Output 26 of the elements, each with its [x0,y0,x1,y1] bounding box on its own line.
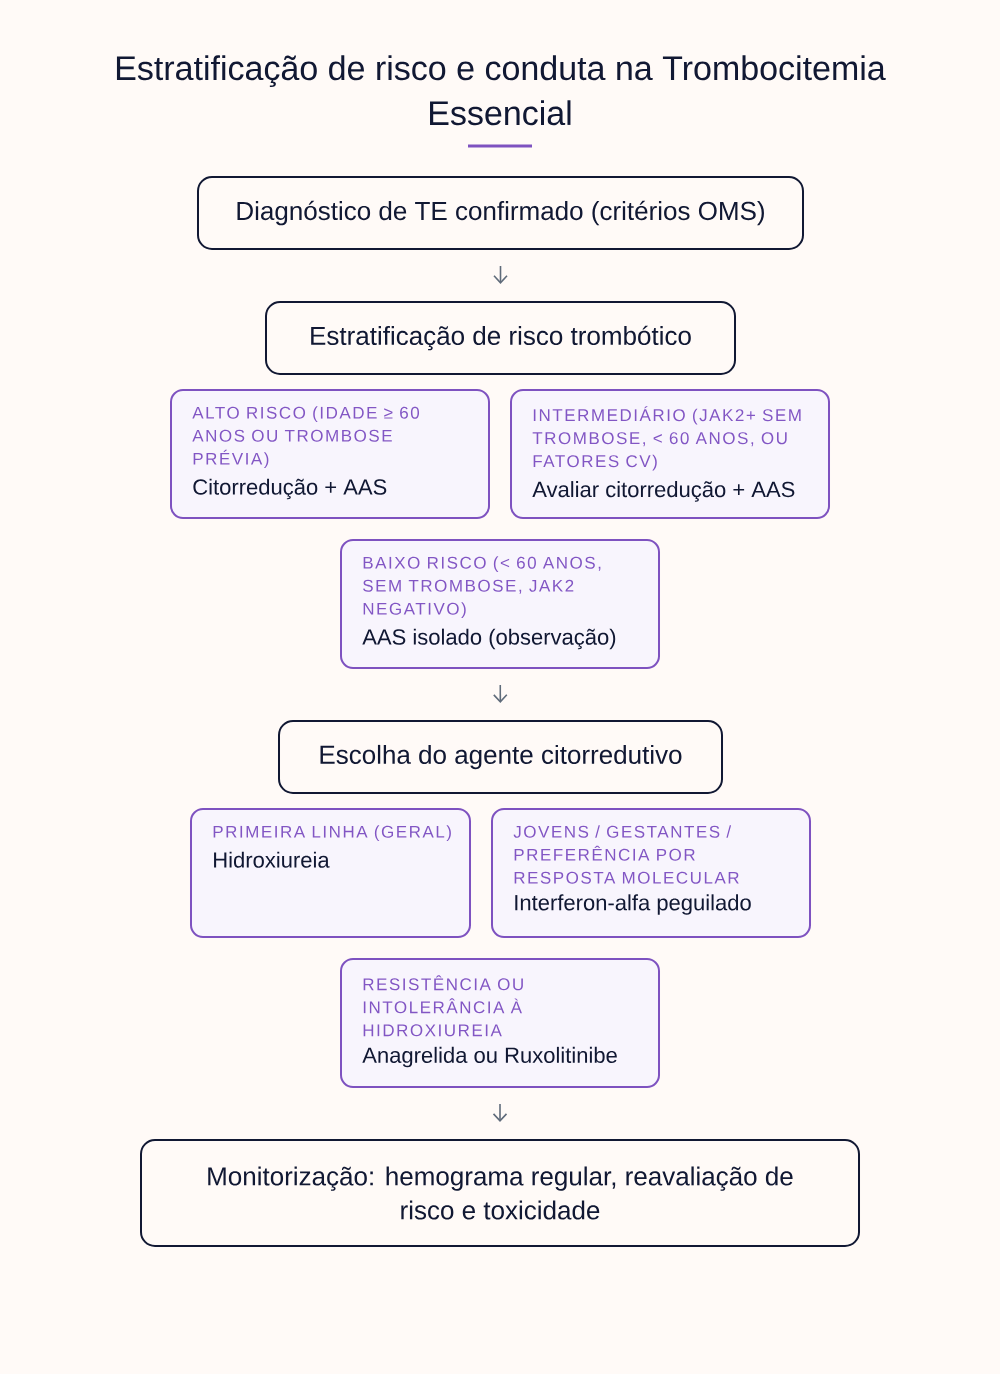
card-text: Hidroxiureia [214,851,330,868]
card-heading: ALTO RISCO (IDADE ≥ 60 ANOS OU TROMBOSE PRÉVIA) [192,406,420,469]
card-heading: BAIXO RISCO (< 60 ANOS, SEM TROMBOSE, JAK2 NEGATIVO) [363,556,601,619]
card-text: Anagrelida ou Ruxolitinibe [362,1046,617,1068]
arrow [493,265,508,284]
step-box: Monitorização: hemograma regular, reavaliação de risco e toxicidade [140,1139,860,1247]
option-card [190,808,471,938]
option-card [170,389,490,519]
step-box: Diagnóstico de TE confirmado (critérios OMS) [197,176,804,250]
arrow [492,1103,508,1122]
card-heading: RESISTÊNCIA OU INTOLERÂNCIA À HIDROXIUREIA [363,975,523,1037]
card-heading: JOVENS / GESTANTES / PREFERÊNCIA POR RESPOSTA MOLECULAR [513,825,739,884]
option-card [340,958,660,1088]
card-heading: INTERMEDIÁRIO (JAK2+ SEM TROMBOSE, < 60 ANOS, OU FATORES CV) [532,406,801,471]
card-heading: PRIMEIRA LINHA (GERAL) [213,825,451,842]
option-card [340,539,660,669]
title: Estratificação de risco e conduta na Trombocitemia Essencial [116,55,886,126]
step-box: Estratificação de risco trombótico [265,301,736,375]
card-text: Citorredução + AAS [193,478,387,500]
option-card [491,808,811,938]
option-card [510,389,830,519]
card-text: Avaliar citorredução + AAS [532,481,795,502]
step-box: Escolha do agente citorredutivo [278,720,723,794]
card-text: Interferon-alfa peguilado [515,894,751,915]
card-text: AAS isolado (observação) [362,628,616,650]
arrow [493,684,508,703]
